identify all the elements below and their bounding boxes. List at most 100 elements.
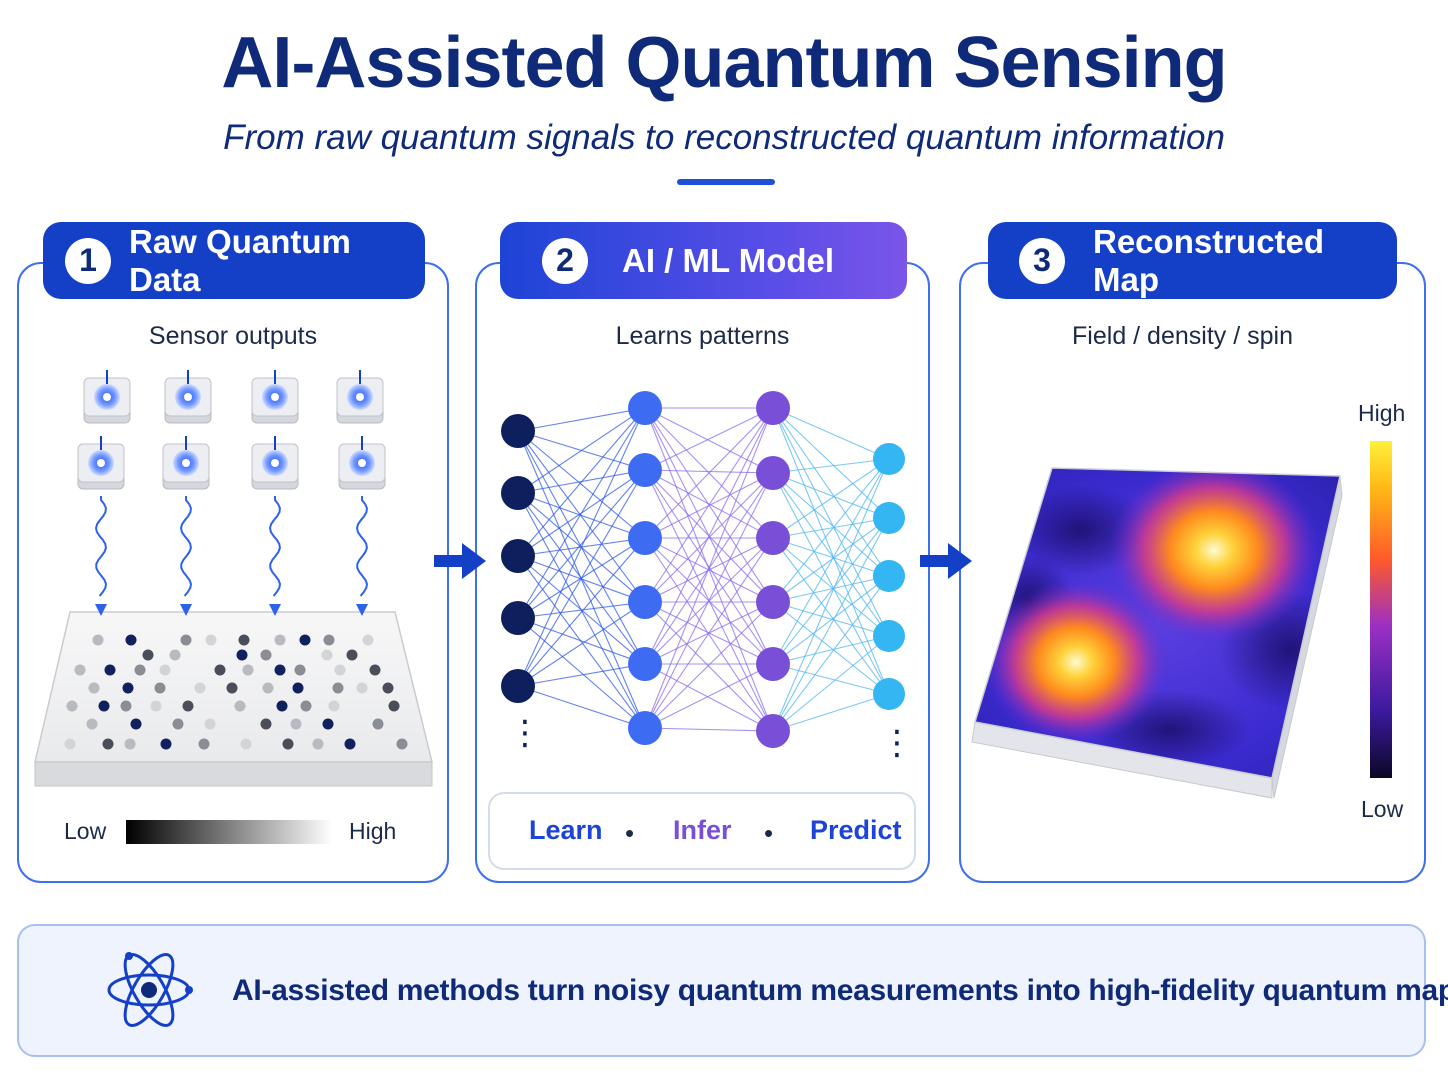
quantum-sensor-icon: [251, 436, 299, 490]
network-edge: [644, 537, 774, 729]
heat-colorbar: [1370, 441, 1392, 778]
network-node: [873, 620, 905, 652]
step-header-3: 3 Reconstructed Map: [988, 222, 1397, 299]
network-edge: [517, 617, 646, 729]
network-edge: [772, 458, 890, 603]
measurement-dot: [388, 700, 400, 712]
network-edge: [772, 472, 890, 637]
network-edge: [517, 430, 646, 603]
network-edge: [772, 517, 890, 732]
network-edge: [772, 575, 890, 603]
measurement-dot: [180, 634, 192, 646]
measurement-dot: [124, 738, 136, 750]
network-node: [873, 502, 905, 534]
measurement-dot: [86, 718, 98, 730]
signal-wave: [268, 496, 282, 616]
network-edge: [772, 575, 890, 665]
network-node: [873, 443, 905, 475]
measurement-dot: [346, 649, 358, 661]
measurement-dot: [262, 682, 274, 694]
network-edge: [517, 685, 646, 729]
measurement-dot: [321, 649, 333, 661]
network-node: [628, 453, 662, 487]
measurement-dot: [382, 682, 394, 694]
network-node: [628, 711, 662, 745]
quantum-sensor-icon: [162, 436, 210, 490]
step-title: Reconstructed Map: [1093, 222, 1325, 298]
network-node: [501, 414, 535, 448]
network-edge: [644, 472, 774, 603]
network-edge: [517, 537, 646, 687]
measurement-dot: [328, 700, 340, 712]
network-edge: [517, 469, 646, 687]
measurement-dot: [260, 718, 272, 730]
scale-low-label: Low: [64, 818, 107, 844]
network-node: [756, 456, 790, 490]
step-header-1: 1 Raw Quantum Data: [43, 222, 425, 299]
measurement-dot: [66, 700, 78, 712]
measurement-dot: [290, 718, 302, 730]
network-edge: [772, 517, 890, 603]
network-node: [501, 476, 535, 510]
panel-subtitle-raw: Sensor outputs: [148, 322, 318, 350]
measurement-dot: [274, 664, 286, 676]
step-title: AI / ML Model: [622, 241, 835, 279]
network-node: [873, 678, 905, 710]
network-node: [756, 647, 790, 681]
measurement-dot: [142, 649, 154, 661]
measurement-dot: [104, 664, 116, 676]
measurement-dot: [334, 664, 346, 676]
network-edge: [517, 407, 646, 494]
quantum-sensor-icon: [338, 436, 386, 490]
measurement-dot: [282, 738, 294, 750]
measurement-dot: [159, 664, 171, 676]
measurement-dot: [362, 634, 374, 646]
network-node: [756, 585, 790, 619]
step-number-badge: 1: [65, 237, 111, 284]
ellipsis-output: ⋮: [880, 724, 914, 762]
network-edge: [517, 492, 646, 539]
measurement-dot: [300, 700, 312, 712]
measurement-dot: [125, 634, 137, 646]
panel-subtitle-model: Learns patterns: [615, 322, 790, 350]
measurement-dot: [312, 738, 324, 750]
page-subtitle: From raw quantum signals to reconstructe…: [223, 118, 1225, 157]
step-infer: Infer: [673, 815, 732, 845]
measurement-dot: [64, 738, 76, 750]
measurement-dot: [238, 634, 250, 646]
signal-wave: [94, 496, 108, 616]
network-edge: [644, 537, 774, 603]
measurement-dot: [372, 718, 384, 730]
network-edge: [772, 407, 890, 695]
step-header-2: 2 AI / ML Model: [500, 222, 907, 299]
measurement-dot: [332, 682, 344, 694]
scale-high-label: High: [349, 818, 397, 844]
measurement-dot: [182, 700, 194, 712]
arrow-right-icon: [434, 543, 486, 579]
step-separator: •: [625, 818, 635, 848]
network-edge: [772, 537, 890, 637]
step-number-badge: 2: [542, 237, 588, 284]
measurement-dot: [154, 682, 166, 694]
measurement-dot: [92, 634, 104, 646]
quantum-sensor-icon: [83, 370, 131, 424]
quantum-sensor-icon: [336, 370, 384, 424]
network-edge: [517, 601, 646, 687]
network-edge: [772, 601, 890, 695]
colorbar-low-label: Low: [1361, 796, 1404, 822]
measurement-dot: [122, 682, 134, 694]
colorbar-high-label: High: [1358, 400, 1406, 426]
network-node: [628, 521, 662, 555]
network-edge: [644, 663, 774, 729]
network-node: [756, 521, 790, 555]
network-edge: [772, 472, 890, 519]
network-edge: [644, 601, 774, 729]
measurement-dot: [396, 738, 408, 750]
network-edge: [772, 458, 890, 539]
step-separator: •: [764, 818, 774, 848]
step-predict: Predict: [810, 815, 902, 845]
network-edge: [644, 407, 774, 729]
network-edge: [772, 458, 890, 665]
